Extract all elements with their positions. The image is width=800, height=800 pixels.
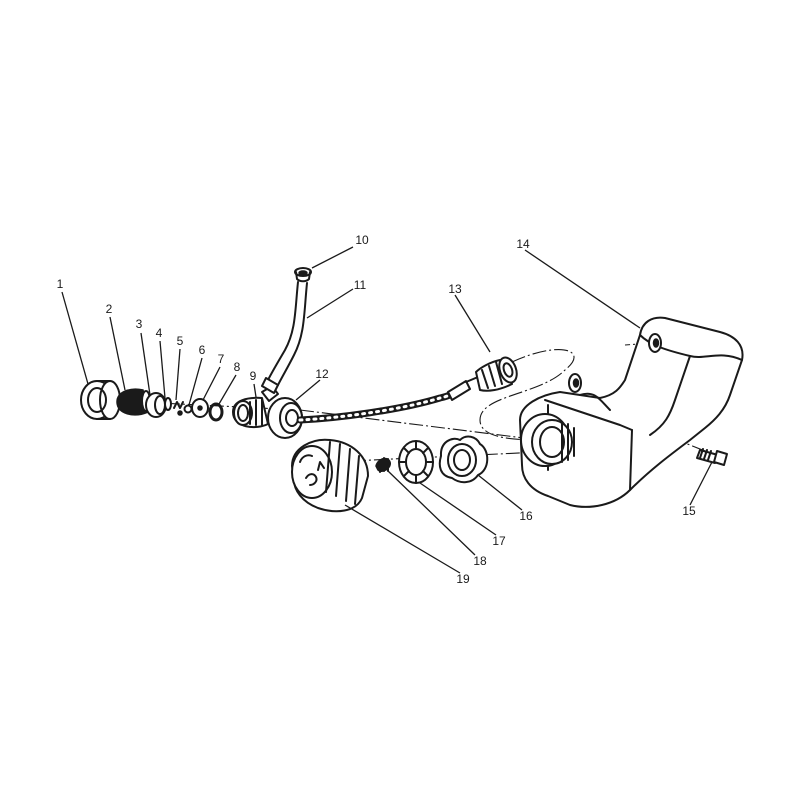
part-3-cap — [145, 392, 167, 418]
callout-13: 13 — [448, 282, 462, 296]
part-6-ball — [183, 404, 193, 414]
part-16-filler-neck — [438, 435, 489, 484]
part-19-fuel-cap — [291, 438, 369, 513]
callout-18: 18 — [473, 554, 487, 568]
part-14-fuel-tank — [519, 316, 744, 508]
callout-labels: 1 2 3 4 5 6 7 8 9 10 11 12 13 14 15 16 1… — [57, 233, 696, 586]
part-4-washer — [164, 397, 172, 411]
callout-1: 1 — [57, 277, 64, 291]
callout-11: 11 — [354, 278, 367, 292]
part-2-filter-cone — [116, 388, 151, 416]
part-1-collar-ring — [80, 380, 121, 420]
part-12-grommet — [267, 397, 303, 439]
callout-8: 8 — [234, 360, 241, 374]
callout-3: 3 — [136, 317, 143, 331]
fuel-hose — [296, 380, 471, 424]
callout-10: 10 — [355, 233, 369, 247]
part-18-spring — [375, 457, 391, 473]
part-11-vent-tube — [261, 281, 308, 394]
callout-4: 4 — [156, 326, 163, 340]
callout-6: 6 — [199, 343, 206, 357]
part-5-spring — [173, 401, 184, 416]
callout-16: 16 — [519, 509, 533, 523]
callout-9: 9 — [250, 369, 257, 383]
part-7-seat — [191, 398, 209, 418]
part-9-valve-housing — [232, 385, 279, 429]
part-10-vent-cap — [294, 267, 312, 283]
callout-19: 19 — [456, 572, 470, 586]
callout-5: 5 — [177, 334, 184, 348]
callout-17: 17 — [492, 534, 506, 548]
leader-lines — [61, 246, 713, 574]
callout-7: 7 — [218, 352, 225, 366]
part-17-gasket — [398, 440, 434, 484]
part-8-o-ring — [208, 402, 224, 422]
callout-2: 2 — [106, 302, 113, 316]
callout-12: 12 — [315, 367, 329, 381]
callout-15: 15 — [682, 504, 696, 518]
part-15-screw — [696, 448, 728, 466]
callout-14: 14 — [516, 237, 530, 251]
part-13-fuel-filter — [465, 356, 518, 392]
